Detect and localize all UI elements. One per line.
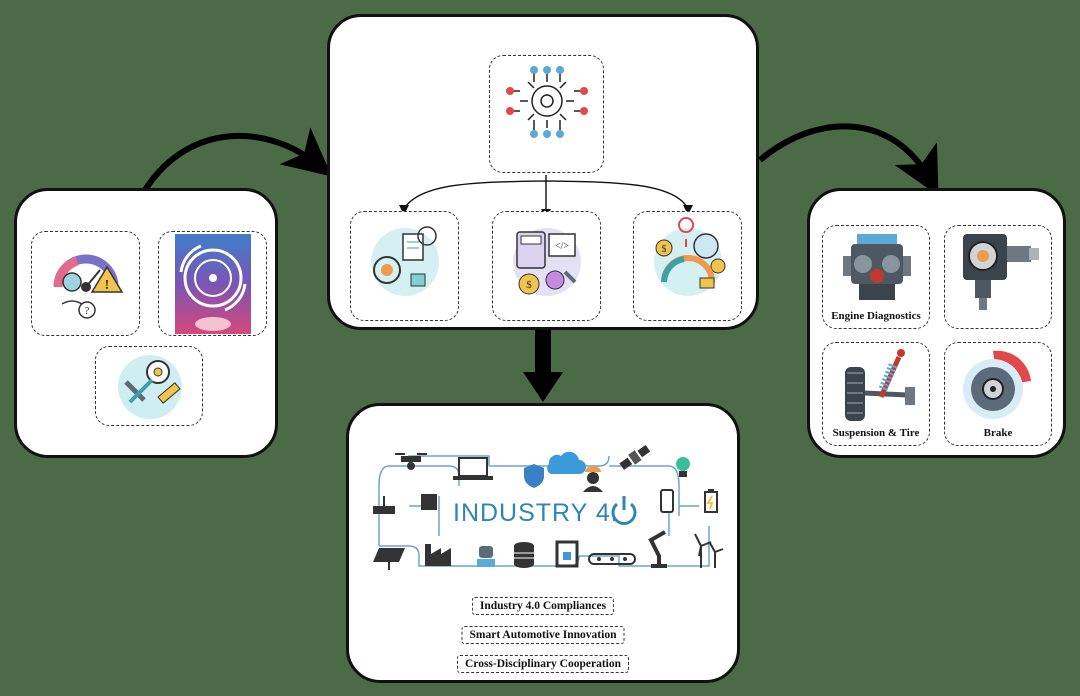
center-tile-1 bbox=[350, 211, 459, 321]
wind-turbine-icon bbox=[694, 533, 724, 568]
global-finance-icon: $ bbox=[654, 217, 726, 296]
drone-icon bbox=[395, 453, 427, 470]
right-tile-brake: Brake bbox=[944, 342, 1052, 446]
turbo-tools-icon bbox=[118, 355, 182, 419]
power-icon bbox=[611, 496, 637, 525]
robot-icon bbox=[477, 546, 495, 567]
svg-text:!: ! bbox=[105, 278, 110, 293]
bulb-icon bbox=[676, 457, 690, 477]
printer-3d-icon bbox=[555, 540, 579, 568]
laptop-icon bbox=[453, 457, 493, 480]
satellite-icon bbox=[619, 444, 651, 470]
right-tile-engine-diagnostics: Engine Diagnostics bbox=[822, 225, 930, 329]
svg-text:$: $ bbox=[526, 279, 532, 291]
brake-label: Brake bbox=[983, 427, 1013, 439]
bottom-panel: INDUSTRY 4.0 Industry 4.0 Compliances Sm… bbox=[346, 403, 740, 683]
factory-icon bbox=[425, 544, 451, 566]
calculator-cost-icon: </> $ bbox=[513, 228, 581, 296]
center-tile-2: </> $ bbox=[492, 211, 601, 321]
gauge-warning-icon: ! ? bbox=[53, 254, 124, 319]
arrow-center-to-right bbox=[758, 123, 939, 196]
industry-title-text: INDUSTRY 4. bbox=[453, 499, 619, 527]
suspension-tire-icon bbox=[845, 349, 915, 421]
svg-text:$: $ bbox=[662, 244, 667, 255]
left-tile-2 bbox=[158, 231, 267, 336]
database-icon bbox=[514, 542, 534, 568]
tag-industry-compliances: Industry 4.0 Compliances bbox=[471, 597, 615, 615]
rotation-cycle-icon bbox=[175, 234, 251, 334]
target-document-icon bbox=[371, 226, 439, 296]
right-panel: Engine Diagnostics Suspension & Tire bbox=[807, 188, 1066, 458]
shield-icon bbox=[524, 464, 544, 488]
left-tile-1: ! ? bbox=[31, 231, 140, 336]
right-tile-suspension-tire: Suspension & Tire bbox=[822, 342, 930, 446]
arrow-left-to-center bbox=[142, 127, 332, 192]
center-panel: </> $ $ bbox=[327, 14, 759, 330]
left-tile-3 bbox=[95, 346, 203, 426]
router-icon bbox=[373, 496, 395, 514]
tag-smart-automotive: Smart Automotive Innovation bbox=[461, 626, 625, 644]
robot-arm-icon bbox=[648, 530, 667, 568]
smartphone-icon bbox=[660, 489, 674, 513]
industry-title-zero: 0 bbox=[619, 499, 634, 527]
starter-motor-icon bbox=[963, 234, 1039, 310]
cloud-icon bbox=[547, 451, 586, 474]
engine-diagnostics-label: Engine Diagnostics bbox=[831, 310, 921, 322]
left-panel: ! ? bbox=[14, 188, 278, 458]
engine-icon bbox=[843, 234, 911, 300]
industry-title: INDUSTRY 4.0 bbox=[453, 499, 634, 528]
worker-icon bbox=[583, 466, 603, 492]
conveyor-icon bbox=[588, 553, 636, 565]
center-tile-3: $ bbox=[633, 211, 742, 321]
solar-panel-icon bbox=[373, 548, 405, 570]
center-top-tile bbox=[489, 55, 604, 173]
brake-disc-icon bbox=[963, 350, 1031, 419]
industry-circuit-graphic bbox=[373, 444, 724, 570]
right-tile-2 bbox=[944, 225, 1052, 329]
suspension-tire-label: Suspension & Tire bbox=[832, 427, 920, 439]
tag-cross-disciplinary: Cross-Disciplinary Cooperation bbox=[457, 655, 629, 673]
arrow-center-to-bottom bbox=[523, 330, 563, 402]
battery-icon bbox=[704, 489, 718, 513]
svg-text:?: ? bbox=[85, 305, 90, 317]
svg-text:</>: </> bbox=[555, 241, 569, 252]
ai-gear-network-icon bbox=[506, 66, 588, 138]
chip-icon bbox=[421, 494, 437, 510]
